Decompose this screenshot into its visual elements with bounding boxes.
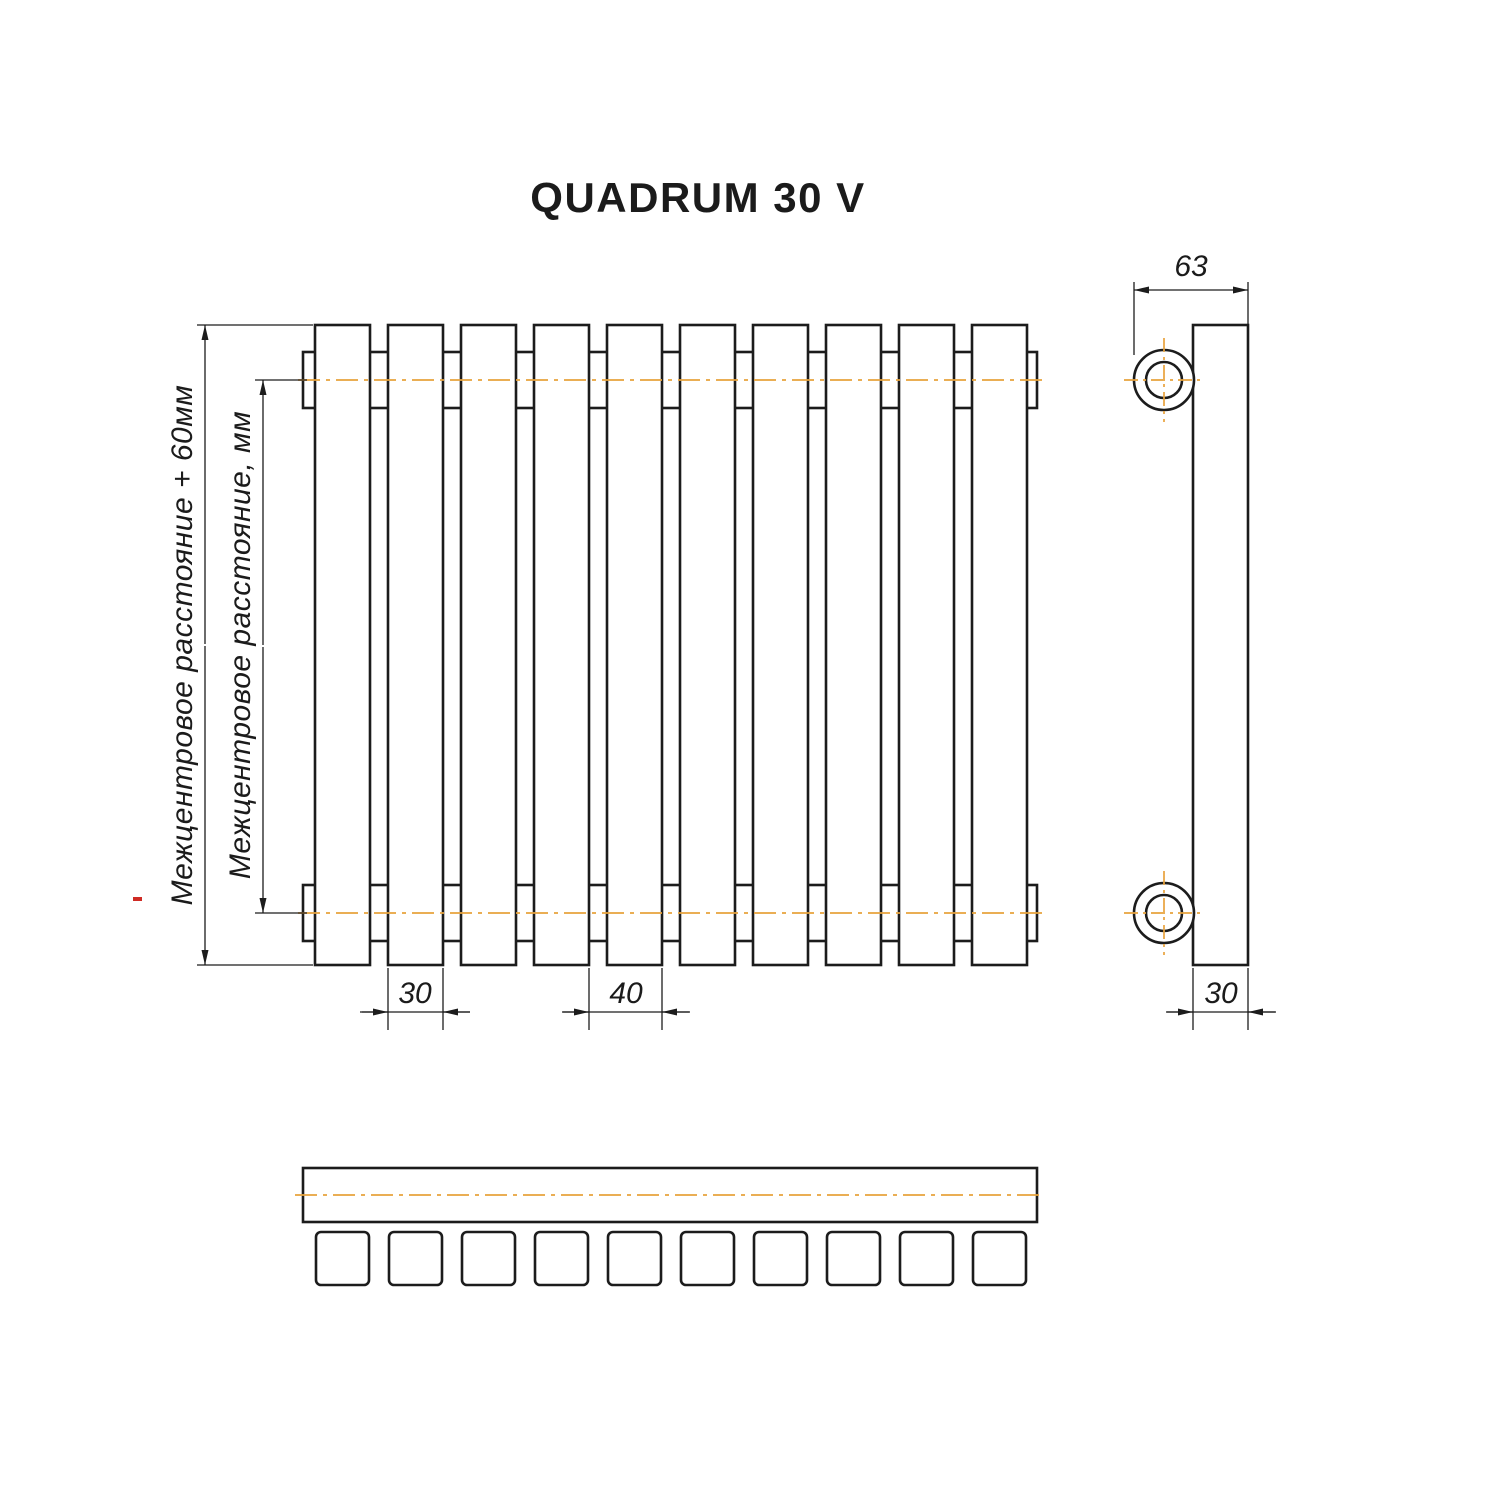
- inner-height-label: Межцентровое расстояние, мм: [224, 411, 257, 879]
- radiator-section: [386, 323, 445, 967]
- bottom-view: [295, 1166, 1045, 1287]
- side-width-value: 30: [1204, 977, 1238, 1010]
- radiator-section: [605, 323, 664, 967]
- radiator-section: [897, 323, 956, 967]
- drawing-title: QUADRUM 30 V: [530, 174, 865, 221]
- radiator-section: [532, 323, 591, 967]
- radiator-section: [678, 323, 737, 967]
- bottom-section-square: [971, 1230, 1028, 1287]
- front-slats: [313, 323, 1029, 967]
- front-view: [298, 323, 1042, 967]
- outer-height-label: Межцентровое расстояние + 60мм: [166, 385, 199, 906]
- section-pitch-value: 40: [609, 977, 643, 1010]
- height-dimensions: Межцентровое расстояние + 60мм Межцентро…: [166, 324, 313, 966]
- bottom-sections: [314, 1230, 1028, 1287]
- bottom-section-square: [533, 1230, 590, 1287]
- bottom-section-square: [387, 1230, 444, 1287]
- section-width-value: 30: [398, 977, 432, 1010]
- bottom-section-square: [314, 1230, 371, 1287]
- radiator-section: [824, 323, 883, 967]
- side-profile: [1191, 323, 1250, 967]
- side-depth-dimension: 63: [1133, 250, 1249, 355]
- side-view: 63 30: [1124, 250, 1276, 1030]
- side-width-dimension: 30: [1166, 968, 1276, 1030]
- radiator-section: [751, 323, 810, 967]
- bottom-section-square: [606, 1230, 663, 1287]
- radiator-section: [970, 323, 1029, 967]
- bottom-section-square: [752, 1230, 809, 1287]
- bottom-section-square: [898, 1230, 955, 1287]
- bottom-section-square: [460, 1230, 517, 1287]
- side-depth-value: 63: [1174, 250, 1208, 283]
- section-width-dimension: 30: [360, 968, 470, 1030]
- bottom-section-square: [679, 1230, 736, 1287]
- section-pitch-dimension: 40: [562, 968, 690, 1030]
- bottom-section-square: [825, 1230, 882, 1287]
- radiator-section: [313, 323, 372, 967]
- radiator-section: [459, 323, 518, 967]
